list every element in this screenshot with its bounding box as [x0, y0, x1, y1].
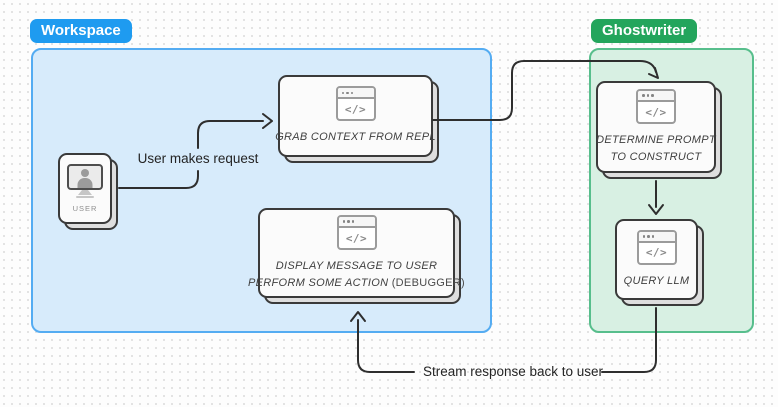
node-determine-prompt-label: DETERMINE PROMPT TO CONSTRUCT	[596, 134, 716, 163]
workspace-badge[interactable]: Workspace	[30, 19, 132, 43]
node-grab-context[interactable]: </> GRAB CONTEXT FROM REPL	[275, 75, 439, 163]
node-user-label: USER	[72, 204, 98, 214]
node-display-message-label: DISPLAY MESSAGE TO USER PERFORM SOME ACT…	[248, 260, 465, 289]
node-display-message[interactable]: </> DISPLAY MESSAGE TO USER PERFORM SOME…	[248, 208, 465, 304]
edge-label-stream-response: Stream response back to user	[422, 364, 604, 379]
node-user[interactable]: USER	[58, 153, 118, 230]
browser-code-icon: </>	[336, 215, 377, 250]
browser-code-icon: </>	[636, 89, 676, 124]
node-query-llm-label: QUERY LLM	[623, 274, 690, 287]
edge-label-user-makes-request: User makes request	[137, 151, 259, 166]
node-determine-prompt[interactable]: </> DETERMINE PROMPT TO CONSTRUCT	[596, 81, 722, 179]
ghostwriter-badge[interactable]: Ghostwriter	[591, 19, 698, 43]
node-grab-context-label: GRAB CONTEXT FROM REPL	[275, 131, 436, 144]
user-monitor-icon	[67, 163, 103, 199]
node-query-llm[interactable]: </> QUERY LLM	[615, 219, 704, 306]
browser-code-icon: </>	[335, 86, 376, 122]
browser-code-icon: </>	[636, 229, 677, 265]
